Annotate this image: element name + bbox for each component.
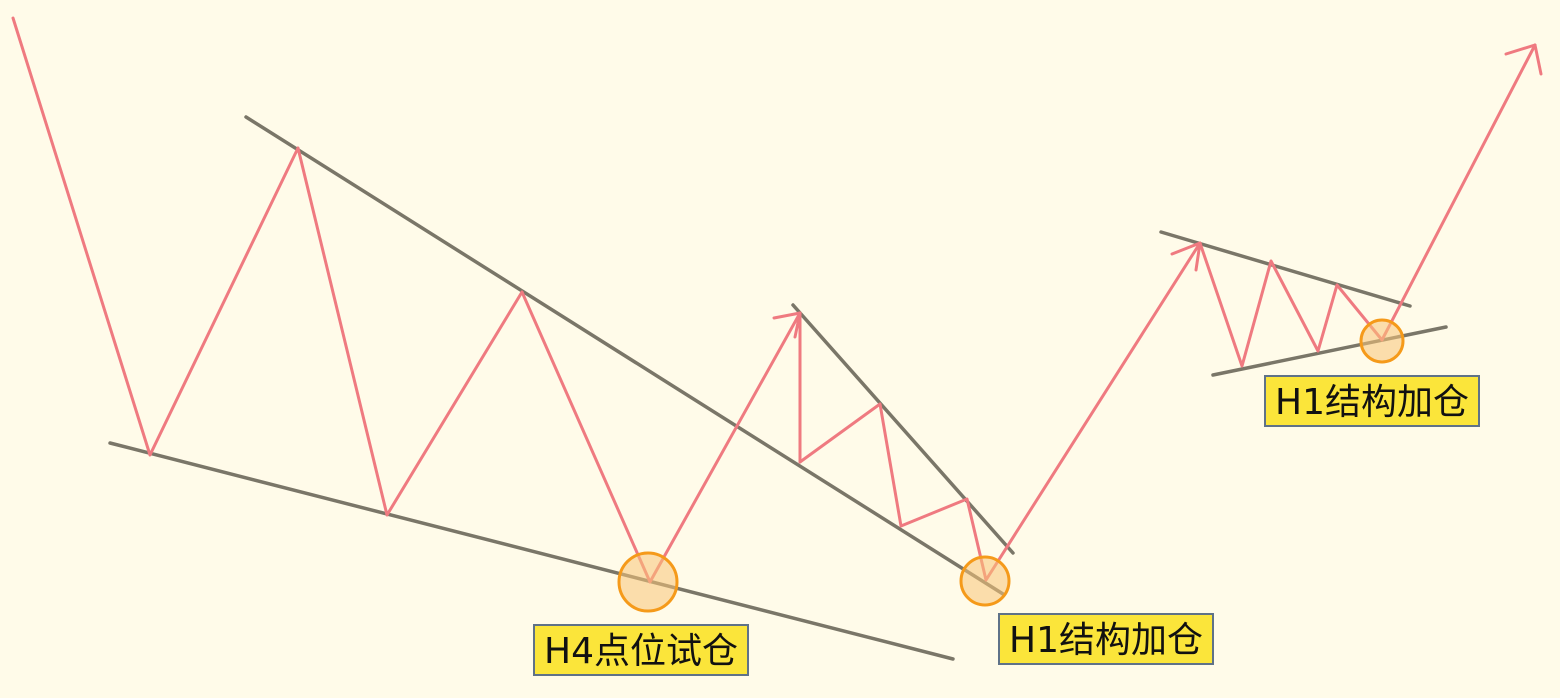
h1-add-label-mid: H1结构加仓: [998, 613, 1214, 665]
h1-add-marker-mid: [959, 555, 1011, 607]
arrow-head-3: [1504, 43, 1543, 76]
price-path-consolidation: [1198, 43, 1537, 368]
h1-add-label-right: H1结构加仓: [1264, 375, 1480, 427]
h4-entry-label: H4点位试仓: [533, 624, 749, 676]
consolidation-lower-line: [1211, 325, 1448, 377]
arrow-head-2: [1170, 241, 1202, 272]
h1-pullback-trendline: [791, 303, 1015, 555]
h4-entry-marker: [617, 551, 679, 613]
h4-lower-trendline: [108, 441, 955, 661]
arrow-head-1: [772, 311, 802, 339]
consolidation-upper-line: [1159, 230, 1412, 308]
h4-upper-trendline: [244, 115, 1005, 596]
h1-add-marker-right: [1359, 318, 1405, 364]
price-path-h4-descent: [11, 16, 802, 584]
price-path-h1-pullback: [798, 241, 1202, 582]
